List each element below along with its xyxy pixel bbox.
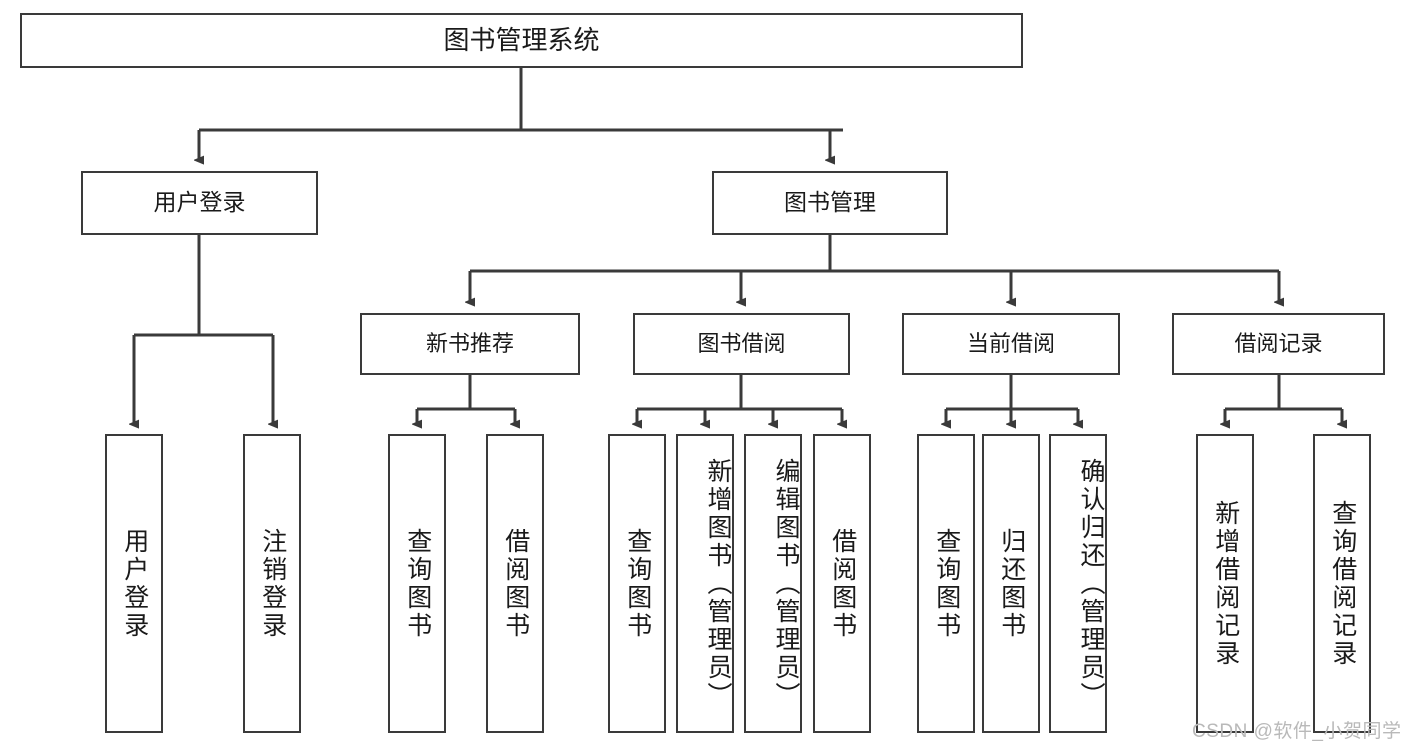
node-user-login-label: 用户登录 — [153, 189, 246, 216]
leaf-borrow-record-query[interactable]: 查询借阅记录 — [1313, 434, 1371, 733]
leaf-current-borrow-confirm-return-label: 确认归还（管理员） — [1077, 457, 1105, 710]
node-borrow-record[interactable]: 借阅记录 — [1172, 313, 1385, 375]
leaf-book-borrow-add-label: 新增图书（管理员） — [704, 457, 732, 710]
leaf-new-book-query[interactable]: 查询图书 — [388, 434, 446, 733]
leaf-book-borrow-borrow-label: 借阅图书 — [828, 527, 857, 640]
leaf-user-login-signout[interactable]: 注销登录 — [243, 434, 301, 733]
node-book-borrow[interactable]: 图书借阅 — [633, 313, 850, 375]
watermark: CSDN @软件_小贺同学 — [1192, 721, 1402, 742]
leaf-new-book-query-label: 查询图书 — [403, 527, 432, 640]
leaf-current-borrow-query[interactable]: 查询图书 — [917, 434, 975, 733]
leaf-book-borrow-edit[interactable]: 编辑图书（管理员） — [744, 434, 802, 733]
node-new-book-recommend[interactable]: 新书推荐 — [360, 313, 580, 375]
leaf-book-borrow-edit-label: 编辑图书（管理员） — [772, 457, 800, 710]
node-current-borrow-label: 当前借阅 — [966, 331, 1055, 357]
leaf-book-borrow-query-label: 查询图书 — [623, 527, 652, 640]
leaf-borrow-record-add[interactable]: 新增借阅记录 — [1196, 434, 1254, 733]
node-book-management[interactable]: 图书管理 — [712, 171, 948, 235]
leaf-borrow-record-add-label: 新增借阅记录 — [1211, 499, 1240, 668]
leaf-user-login-signin-label: 用户登录 — [120, 527, 149, 640]
leaf-borrow-record-query-label: 查询借阅记录 — [1328, 499, 1357, 668]
leaf-user-login-signout-label: 注销登录 — [258, 527, 287, 640]
node-borrow-record-label: 借阅记录 — [1234, 331, 1323, 357]
leaf-current-borrow-return-label: 归还图书 — [997, 527, 1026, 640]
leaf-current-borrow-return[interactable]: 归还图书 — [982, 434, 1040, 733]
leaf-user-login-signin[interactable]: 用户登录 — [105, 434, 163, 733]
node-current-borrow[interactable]: 当前借阅 — [902, 313, 1120, 375]
node-book-management-label: 图书管理 — [784, 189, 876, 216]
node-book-borrow-label: 图书借阅 — [697, 331, 786, 357]
node-new-book-recommend-label: 新书推荐 — [425, 331, 514, 357]
leaf-book-borrow-query[interactable]: 查询图书 — [608, 434, 666, 733]
leaf-current-borrow-query-label: 查询图书 — [932, 527, 961, 640]
leaf-book-borrow-borrow[interactable]: 借阅图书 — [813, 434, 871, 733]
leaf-current-borrow-confirm-return[interactable]: 确认归还（管理员） — [1049, 434, 1107, 733]
node-user-login[interactable]: 用户登录 — [81, 171, 318, 235]
leaf-new-book-borrow[interactable]: 借阅图书 — [486, 434, 544, 733]
leaf-book-borrow-add[interactable]: 新增图书（管理员） — [676, 434, 734, 733]
node-root-system-label: 图书管理系统 — [443, 25, 600, 56]
leaf-new-book-borrow-label: 借阅图书 — [501, 527, 530, 640]
node-root-system[interactable]: 图书管理系统 — [20, 13, 1023, 68]
